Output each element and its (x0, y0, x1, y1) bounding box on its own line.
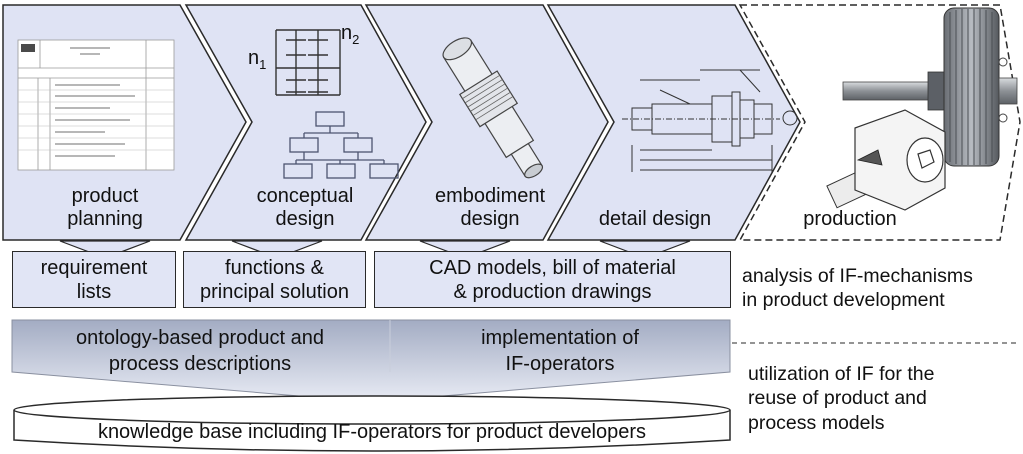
speed-label-n1: n1 (248, 47, 266, 73)
output-requirement-lists-line2: lists (76, 280, 112, 303)
phase-label-embodiment-line2: design (460, 208, 520, 230)
requirement-list-illustration (17, 39, 175, 171)
output-functions: functions & principal solution (183, 251, 366, 308)
band-ontology: ontology-based product and process descr… (20, 325, 380, 377)
phase-label-conceptual-line1: conceptual (256, 185, 354, 207)
n2-symbol: n (341, 22, 353, 44)
connector-detail (599, 240, 691, 259)
knowledge-base-cylinder (13, 395, 731, 452)
analysis-note-line1: analysis of IF-mechanisms (742, 265, 973, 287)
technical-drawing-illustration (622, 69, 798, 172)
analysis-note-line2: in product development (742, 289, 945, 312)
n1-symbol: n (248, 47, 260, 69)
lathe-production-illustration (826, 7, 1018, 211)
phase-label-detail-line1: detail design (598, 208, 712, 230)
band-implementation-line1: implementation of (481, 327, 639, 349)
band-implementation: implementation of IF-operators (400, 325, 720, 377)
phase-label-embodiment: embodiment design (420, 185, 560, 231)
hierarchy-tree-illustration (283, 111, 399, 179)
band-ontology-line2: process descriptions (108, 353, 292, 375)
output-cad-models-line1: CAD models, bill of material (429, 256, 676, 279)
utilization-note: utilization of IF for the reuse of produ… (748, 362, 934, 435)
output-cad-models-line2: & production drawings (453, 280, 652, 303)
output-functions-line2: principal solution (200, 280, 349, 303)
phase-label-conceptual: conceptual design (240, 185, 370, 231)
output-requirement-lists-line1: requirement (40, 256, 148, 279)
band-implementation-line2: IF-operators (505, 353, 615, 375)
n2-subscript: 2 (352, 32, 360, 47)
speed-label-n2: n2 (341, 22, 359, 48)
phase-label-planning-line2: planning (67, 208, 143, 230)
phase-label-planning-line1: product (71, 185, 139, 207)
phase-label-conceptual-line2: design (275, 208, 335, 230)
if-band (11, 319, 731, 403)
connector-embodiment (419, 240, 511, 259)
gear-schematic-illustration (275, 29, 341, 96)
band-ontology-line1: ontology-based product and (76, 327, 324, 349)
knowledge-base-label: knowledge base including IF-operators fo… (97, 421, 647, 443)
phase-label-embodiment-line1: embodiment (434, 185, 546, 207)
phase-label-planning: product planning (40, 185, 170, 231)
phase-label-detail: detail design (580, 208, 730, 231)
utilization-note-line3: process models (748, 411, 885, 434)
phase-chevron-detail (546, 4, 801, 241)
phase-label-production-line1: production (803, 208, 897, 230)
connector-planning (59, 240, 151, 259)
utilization-note-line1: utilization of IF for the (748, 363, 935, 385)
output-cad-models: CAD models, bill of material & productio… (374, 251, 731, 308)
n1-subscript: 1 (259, 57, 267, 72)
phase-chevron-conceptual (184, 4, 427, 241)
connector-conceptual (231, 240, 323, 259)
output-functions-line1: functions & (225, 256, 324, 279)
output-requirement-lists: requirement lists (12, 251, 176, 308)
utilization-note-line2: reuse of product and (748, 387, 927, 410)
analysis-note: analysis of IF-mechanisms in product dev… (742, 264, 973, 313)
shaft-cad-illustration (442, 37, 544, 179)
phase-label-production: production (790, 208, 910, 231)
